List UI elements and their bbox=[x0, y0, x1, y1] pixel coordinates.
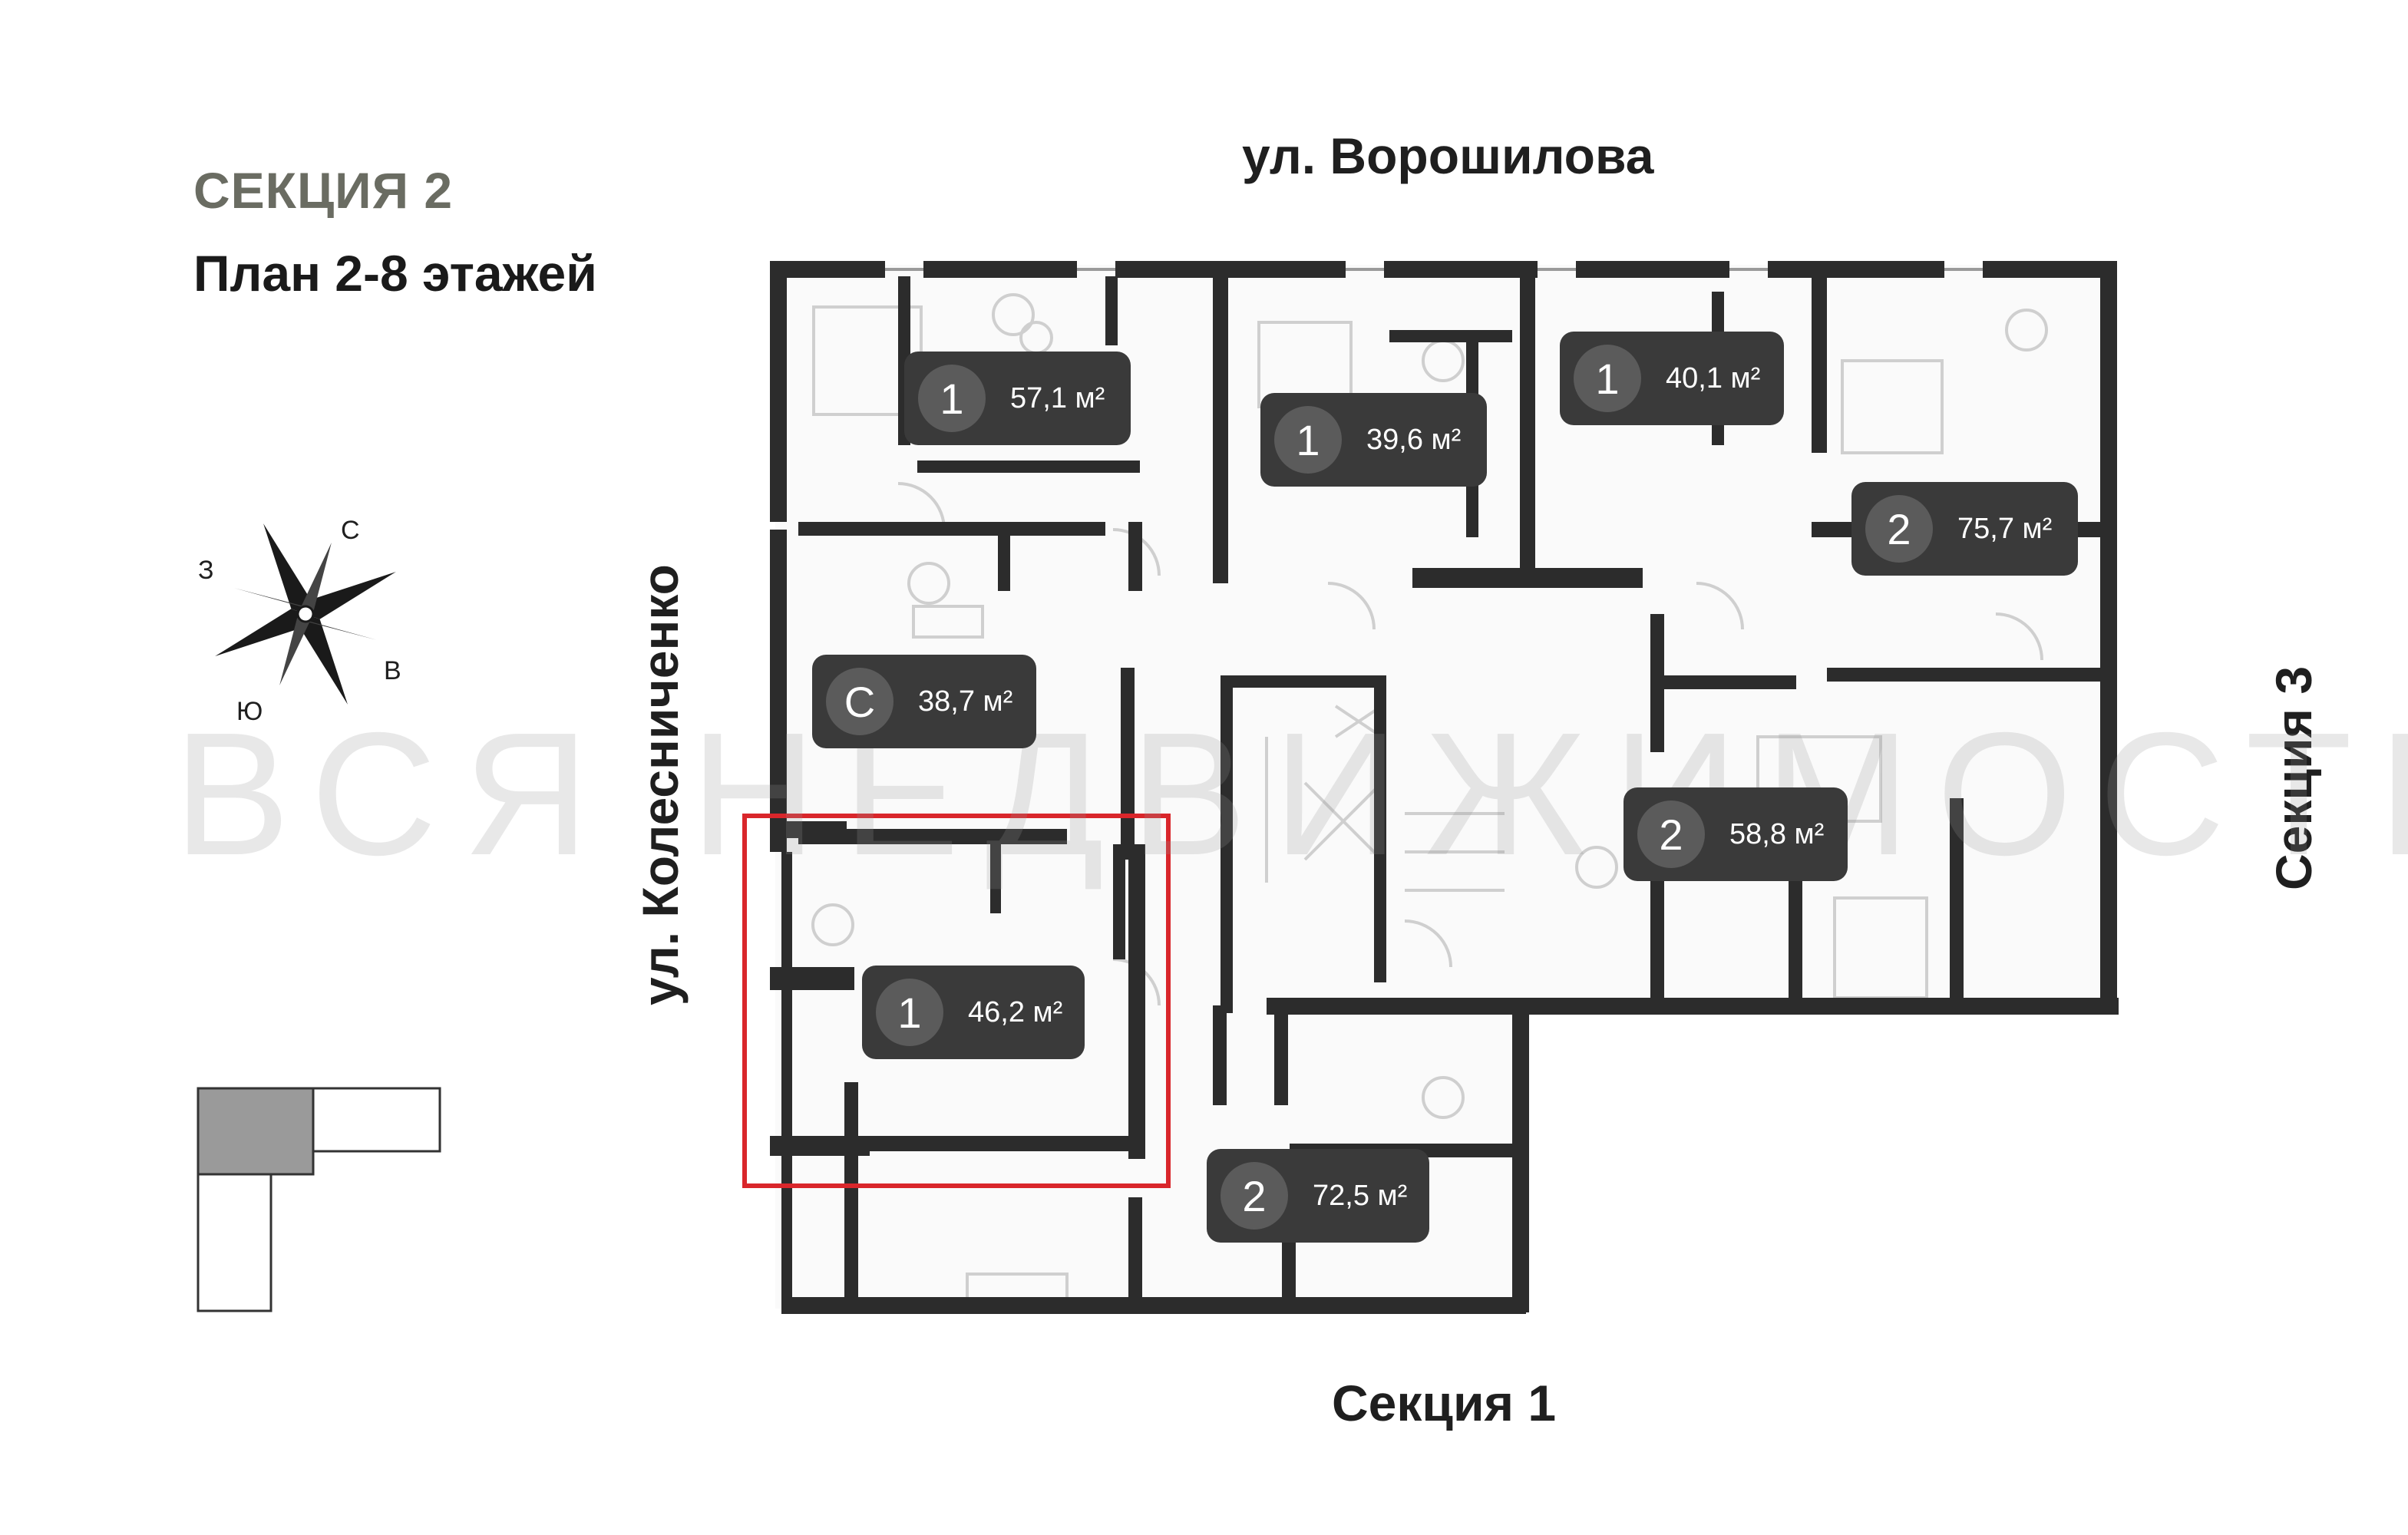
apartment-area: 72,5 м² bbox=[1313, 1179, 1408, 1212]
selected-apartment-outline bbox=[742, 814, 1171, 1188]
section-title: СЕКЦИЯ 2 bbox=[193, 162, 454, 219]
apartment-badge-40-1[interactable]: 1 40,1 м² bbox=[1560, 332, 1784, 425]
apartment-area: 75,7 м² bbox=[1957, 512, 2053, 545]
room-count: 1 bbox=[1274, 406, 1342, 474]
neighbor-section-bottom: Секция 1 bbox=[1332, 1375, 1557, 1431]
compass-north-label: С bbox=[341, 516, 360, 545]
apartment-area: 58,8 м² bbox=[1729, 817, 1825, 850]
apartment-area: 39,6 м² bbox=[1366, 423, 1462, 456]
room-count: 2 bbox=[1637, 801, 1705, 868]
compass-west-label: З bbox=[198, 556, 214, 585]
walls bbox=[770, 261, 2119, 1314]
apartment-area: 38,7 м² bbox=[918, 685, 1013, 718]
compass-east-label: В bbox=[384, 656, 401, 685]
key-plan bbox=[197, 1087, 441, 1312]
apartment-badge-46-2[interactable]: 1 46,2 м² bbox=[862, 966, 1085, 1059]
street-label-top: ул. Ворошилова bbox=[1242, 127, 1654, 184]
apartment-badge-57-1[interactable]: 1 57,1 м² bbox=[904, 352, 1131, 445]
apartment-badge-38-7[interactable]: С 38,7 м² bbox=[812, 655, 1036, 748]
apartment-area: 46,2 м² bbox=[968, 995, 1063, 1028]
room-count: 2 bbox=[1865, 495, 1933, 563]
room-count: 1 bbox=[918, 365, 986, 432]
watermark: ВСЯ НЕДВИЖИМОСТЬ bbox=[173, 697, 2408, 892]
apartment-badge-75-7[interactable]: 2 75,7 м² bbox=[1851, 482, 2078, 576]
apartment-area: 40,1 м² bbox=[1666, 361, 1761, 394]
room-count: 1 bbox=[1574, 345, 1641, 412]
apartment-badge-72-5[interactable]: 2 72,5 м² bbox=[1207, 1149, 1429, 1243]
room-count: 2 bbox=[1221, 1162, 1288, 1230]
apartment-badge-39-6[interactable]: 1 39,6 м² bbox=[1260, 393, 1487, 487]
compass-south-label: Ю bbox=[236, 697, 263, 726]
apartment-area: 57,1 м² bbox=[1010, 381, 1105, 414]
room-count: 1 bbox=[876, 979, 943, 1046]
apartment-badge-58-8[interactable]: 2 58,8 м² bbox=[1624, 787, 1848, 881]
room-count: С bbox=[826, 668, 894, 735]
plan-subtitle: План 2-8 этажей bbox=[193, 245, 597, 302]
